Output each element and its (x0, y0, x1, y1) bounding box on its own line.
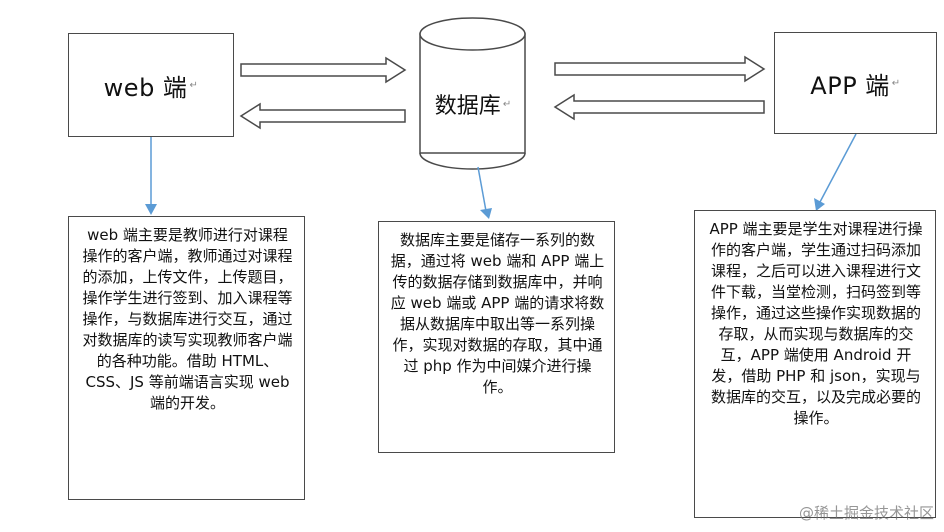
app-description-connector (819, 133, 857, 203)
watermark: @稀土掘金技术社区 (798, 504, 934, 522)
web-node-label: web 端 (103, 73, 188, 102)
app-node-box: APP 端 ↵ (774, 32, 937, 134)
web-description-connector-head (145, 204, 157, 215)
database-node-label: 数据库 (434, 94, 501, 119)
database-to-web-arrow (239, 102, 406, 130)
web-node-box: web 端 ↵ (68, 33, 234, 137)
app-description-connector-head (814, 198, 825, 211)
app-description-text: APP 端主要是学生对课程进行操作的客户端，学生通过扫码添加课程，之后可以进入课… (709, 220, 923, 427)
database-top-ellipse (419, 17, 526, 51)
database-to-app-arrow (554, 55, 766, 83)
database-description-connector-head (480, 208, 492, 219)
return-mark-icon: ↵ (502, 98, 512, 110)
web-description-text: web 端主要是教师进行对课程操作的客户端，教师通过对课程的添加，上传文件，上传… (82, 226, 293, 412)
database-body (419, 33, 526, 154)
app-to-database-arrow (553, 93, 765, 121)
database-description-text: 数据库主要是储存一系列的数据，通过将 web 端和 APP 端上传的数据存储到数… (390, 231, 605, 396)
return-mark-icon: ↵ (891, 77, 901, 89)
app-description-box: APP 端主要是学生对课程进行操作的客户端，学生通过扫码添加课程，之后可以进入课… (694, 210, 936, 518)
database-description-connector (477, 166, 487, 212)
app-node-label: APP 端 (810, 71, 890, 100)
web-description-box: web 端主要是教师进行对课程操作的客户端，教师通过对课程的添加，上传文件，上传… (68, 216, 305, 500)
web-to-database-arrow (240, 56, 407, 84)
return-mark-icon: ↵ (189, 79, 199, 91)
database-cylinder (419, 17, 526, 170)
database-bottom-curve (419, 152, 526, 170)
database-description-box: 数据库主要是储存一系列的数据，通过将 web 端和 APP 端上传的数据存储到数… (378, 221, 615, 453)
database-node-label-wrap: 数据库 ↵ (418, 87, 528, 121)
